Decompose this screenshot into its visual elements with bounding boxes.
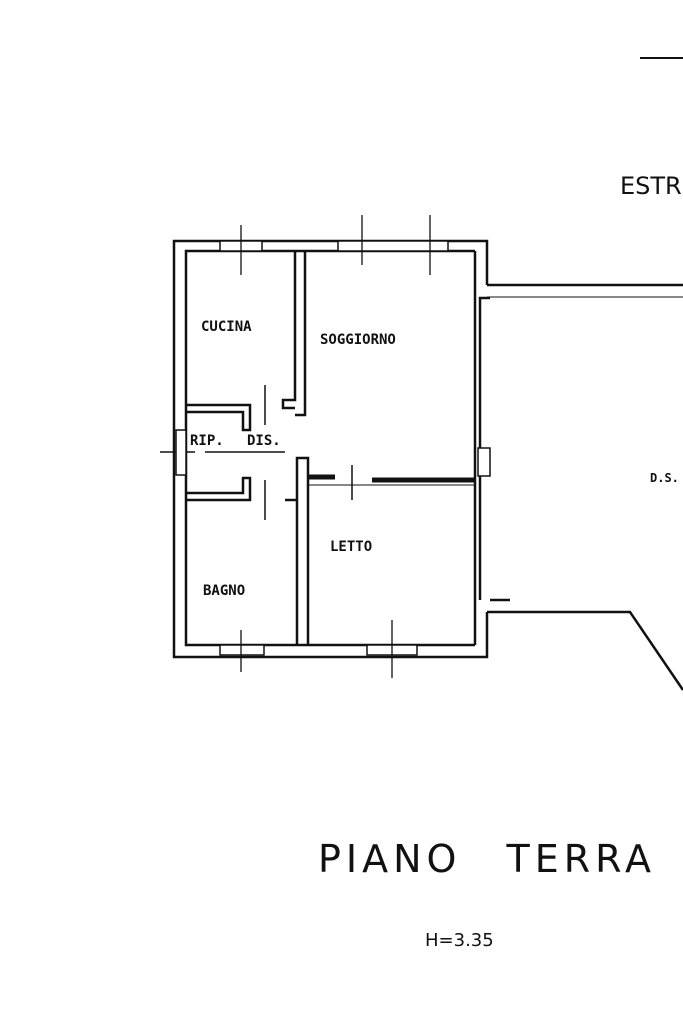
side-label: D.S. — [650, 471, 679, 485]
room-label-hall: DIS. — [247, 433, 281, 449]
walls — [160, 239, 683, 691]
room-label-storage: RIP. — [190, 433, 224, 449]
room-label-kitchen: CUCINA — [201, 319, 252, 335]
plan-title: PIANO TERRA — [318, 837, 656, 881]
room-label-living: SOGGIORNO — [320, 332, 396, 348]
height-note: H=3.35 — [425, 930, 494, 951]
room-label-bedroom: LETTO — [330, 539, 372, 555]
axis-marks — [240, 57, 683, 678]
room-label-bathroom: BAGNO — [203, 583, 245, 599]
exterior-label: ESTR — [620, 172, 682, 200]
